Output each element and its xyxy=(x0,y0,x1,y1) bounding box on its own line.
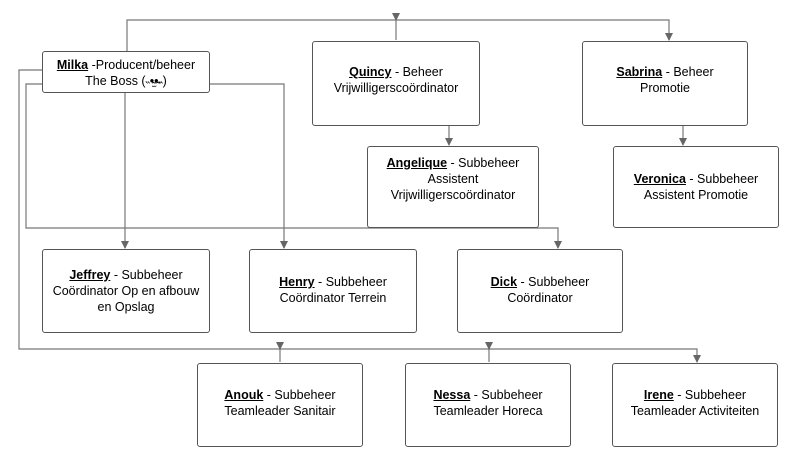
node-name: Milka xyxy=(56,58,89,72)
node-milka: Milka -Producent/beheer The Boss (˵•̴̫•̴… xyxy=(42,51,210,93)
node-henry: Henry - Subbeheer Coördinator Terrein xyxy=(249,249,417,333)
node-role: Producent/beheer xyxy=(95,58,196,72)
node-subtitle: Assistent xyxy=(427,172,479,186)
node-role: Subbeheer xyxy=(325,275,387,289)
node-role: Subbeheer xyxy=(274,388,336,402)
node-subtitle-2: Vrijwilligerscoördinator xyxy=(390,188,516,202)
node-subtitle: Coördinator Op en afbouw xyxy=(52,284,200,298)
node-role: Beheer xyxy=(402,65,443,79)
node-subtitle: Coördinator Terrein xyxy=(279,291,387,305)
node-subtitle-2: en Opslag xyxy=(97,300,155,314)
node-name: Sabrina xyxy=(616,65,663,79)
node-name: Henry xyxy=(279,275,315,289)
node-angelique: Angelique - Subbeheer Assistent Vrijwill… xyxy=(367,146,539,228)
node-name: Irene xyxy=(643,388,674,402)
connector-milka-henry xyxy=(170,83,288,249)
node-subtitle: Teamleader Horeca xyxy=(433,404,543,418)
connector-milka-bottom xyxy=(18,69,701,363)
connector-milka-dick xyxy=(25,83,562,249)
node-subtitle: The Boss (˵•̴̫•̴˵) xyxy=(85,74,167,88)
node-name: Angelique xyxy=(386,156,448,170)
node-dick: Dick - Subbeheer Coördinator xyxy=(457,249,623,333)
node-irene: Irene - Subbeheer Teamleader Activiteite… xyxy=(612,363,778,447)
node-quincy: Quincy - Beheer Vrijwilligerscoördinator xyxy=(312,41,480,126)
node-sabrina: Sabrina - Beheer Promotie xyxy=(582,41,748,126)
node-name: Dick xyxy=(490,275,518,289)
node-subtitle: Coördinator xyxy=(507,291,573,305)
node-role: Beheer xyxy=(673,65,714,79)
node-name: Jeffrey xyxy=(69,268,111,282)
node-veronica: Veronica - Subbeheer Assistent Promotie xyxy=(613,146,779,228)
node-subtitle: Teamleader Activiteiten xyxy=(630,404,760,418)
node-name: Anouk xyxy=(224,388,264,402)
node-anouk: Anouk - Subbeheer Teamleader Sanitair xyxy=(197,363,363,447)
node-role: Subbeheer xyxy=(697,172,759,186)
node-jeffrey: Jeffrey - Subbeheer Coördinator Op en af… xyxy=(42,249,210,333)
node-name: Veronica xyxy=(633,172,686,186)
node-subtitle: Assistent Promotie xyxy=(643,188,749,202)
node-name: Quincy xyxy=(349,65,392,79)
node-subtitle: Teamleader Sanitair xyxy=(224,404,336,418)
node-role: Subbeheer xyxy=(684,388,747,402)
node-subtitle: Promotie xyxy=(639,81,691,95)
node-nessa: Nessa - Subbeheer Teamleader Horeca xyxy=(405,363,571,447)
node-role: Subbeheer xyxy=(481,388,543,402)
node-name: Nessa xyxy=(433,388,471,402)
node-subtitle: Vrijwilligerscoördinator xyxy=(333,81,459,95)
node-role: Subbeheer xyxy=(528,275,590,289)
node-role: Subbeheer xyxy=(121,268,183,282)
node-role: Subbeheer xyxy=(458,156,520,170)
